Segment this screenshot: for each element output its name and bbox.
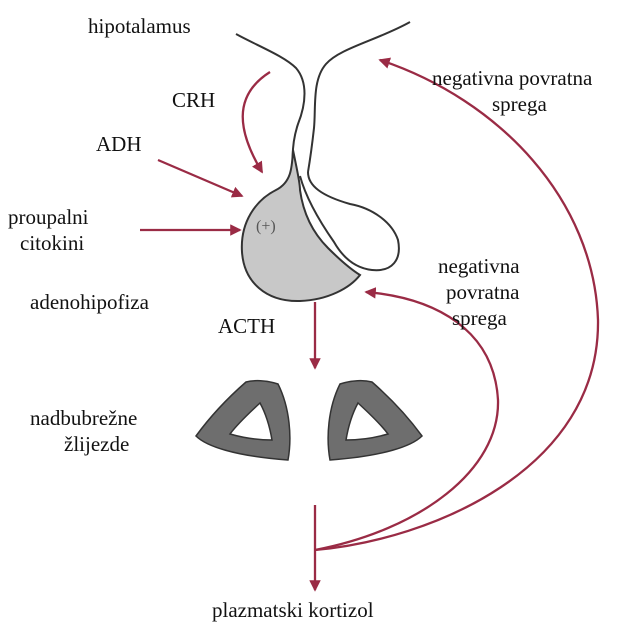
stimulation-sign: (+)	[256, 218, 276, 236]
long-feedback-label-line2: sprega	[492, 92, 547, 117]
hypothalamus-label: hipotalamus	[88, 14, 191, 39]
long-feedback-label-line1: negativna povratna	[432, 66, 592, 91]
adrenal-label-line1: nadbubrežne	[30, 406, 137, 431]
short-feedback-label-line3: sprega	[452, 306, 507, 331]
short-feedback-label-line1: negativna	[438, 254, 520, 279]
hypothalamus-stalk-outline	[236, 22, 410, 172]
crh-label: CRH	[172, 88, 215, 113]
cytokines-label-line1: proupalni	[8, 205, 88, 230]
cortisol-label: plazmatski kortizol	[212, 598, 374, 623]
long-feedback-arrow	[315, 60, 598, 550]
adh-label: ADH	[96, 132, 142, 157]
crh-arrow	[243, 72, 270, 172]
short-feedback-label-line2: povratna	[446, 280, 519, 305]
adh-arrow	[158, 160, 242, 196]
cytokines-label-line2: citokini	[20, 231, 84, 256]
left-adrenal-gland	[196, 381, 290, 460]
right-adrenal-gland	[328, 381, 422, 460]
adrenal-label-line2: žlijezde	[64, 432, 129, 457]
acth-label: ACTH	[218, 314, 275, 339]
adenohypophysis-label: adenohipofiza	[30, 290, 149, 315]
